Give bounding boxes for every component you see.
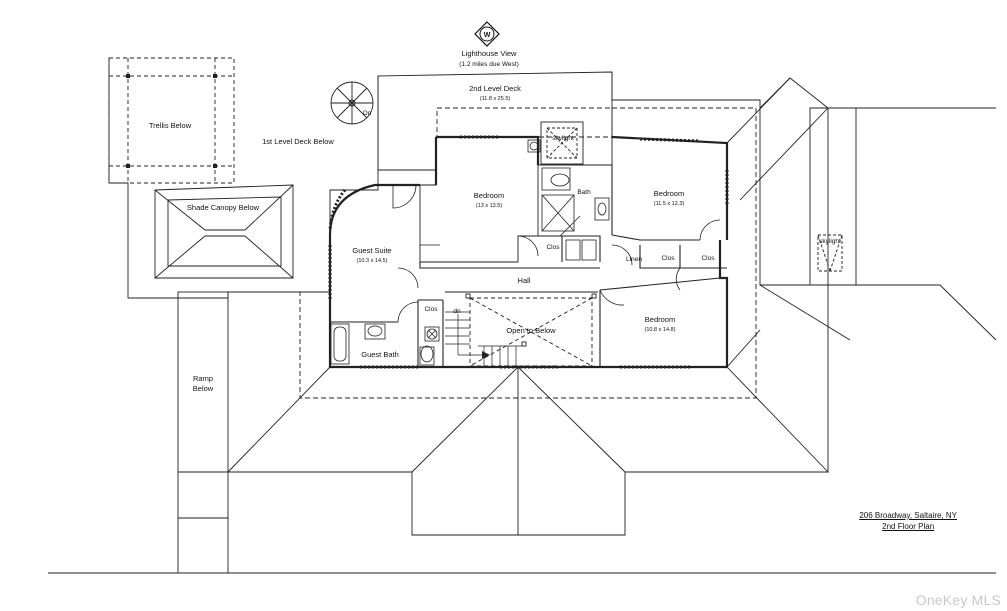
closet-label-3: Clos	[701, 255, 715, 262]
bath-label: Bath	[577, 189, 591, 196]
floor-name-text: 2nd Floor Plan	[882, 522, 935, 531]
ramp-label-line2: Below	[193, 384, 214, 393]
right-roof	[809, 107, 857, 286]
shade-canopy	[154, 184, 294, 279]
plan-caption: 206 Broadway, Saltaire, NY 2nd Floor Pla…	[859, 510, 957, 532]
second-deck-label: 2nd Level Deck	[469, 84, 521, 93]
closet-label-4: Clos	[424, 306, 438, 313]
closet-label-2: Clos	[661, 255, 675, 262]
ramp-label-line1: Ramp	[193, 374, 213, 383]
bedroom-3-label: Bedroom	[645, 315, 675, 324]
spiral-stair-label: On	[363, 110, 372, 117]
compass-letter: W	[484, 32, 491, 39]
main-roof-below	[227, 77, 997, 536]
bedroom-2-dim: (11.5 x 12.3)	[654, 201, 685, 207]
guest-bath-fixtures	[330, 323, 440, 366]
bedroom-1-dim: (13 x 13.5)	[476, 203, 502, 209]
interior-walls	[330, 164, 727, 367]
shade-canopy-label: Shade Canopy Below	[187, 203, 260, 212]
address-text: 206 Broadway, Saltaire, NY	[859, 511, 957, 520]
guest-suite-dim: (10.3 x 14.5)	[357, 258, 388, 264]
bedroom-1-label: Bedroom	[474, 191, 504, 200]
open-to-below	[465, 293, 597, 367]
lighthouse-distance-label: (1.2 miles due West)	[459, 61, 518, 68]
bedroom-3-dim: (10.8 x 14.8)	[645, 327, 676, 333]
skylight-label-deck: skylight	[552, 135, 574, 142]
hall-label: Hall	[518, 276, 531, 285]
open-to-below-label: Open to Below	[506, 326, 556, 335]
stair-down-label: dn	[453, 308, 461, 315]
ramp	[177, 291, 229, 574]
guest-bath-label: Guest Bath	[361, 350, 399, 359]
lighthouse-view-label: Lighthouse View	[462, 49, 517, 58]
skylight-well	[540, 121, 584, 165]
spiral-stair	[330, 81, 374, 125]
guest-suite-label: Guest Suite	[352, 246, 391, 255]
linen-label: Linen	[626, 256, 642, 263]
bath-fixtures	[527, 139, 610, 261]
roof-eave-outline	[299, 107, 757, 399]
compass-icon: W	[474, 21, 500, 47]
first-deck-label: 1st Level Deck Below	[262, 137, 334, 146]
second-deck-dim: (11.8 x 25.5)	[480, 96, 511, 102]
bedroom-2-label: Bedroom	[654, 189, 684, 198]
closet-label-1: Clos	[546, 244, 560, 251]
skylight-label-roof: skylight	[819, 238, 841, 245]
mls-watermark: OneKey MLS	[915, 592, 1001, 608]
trellis	[108, 57, 235, 184]
trellis-label: Trellis Below	[149, 121, 192, 130]
